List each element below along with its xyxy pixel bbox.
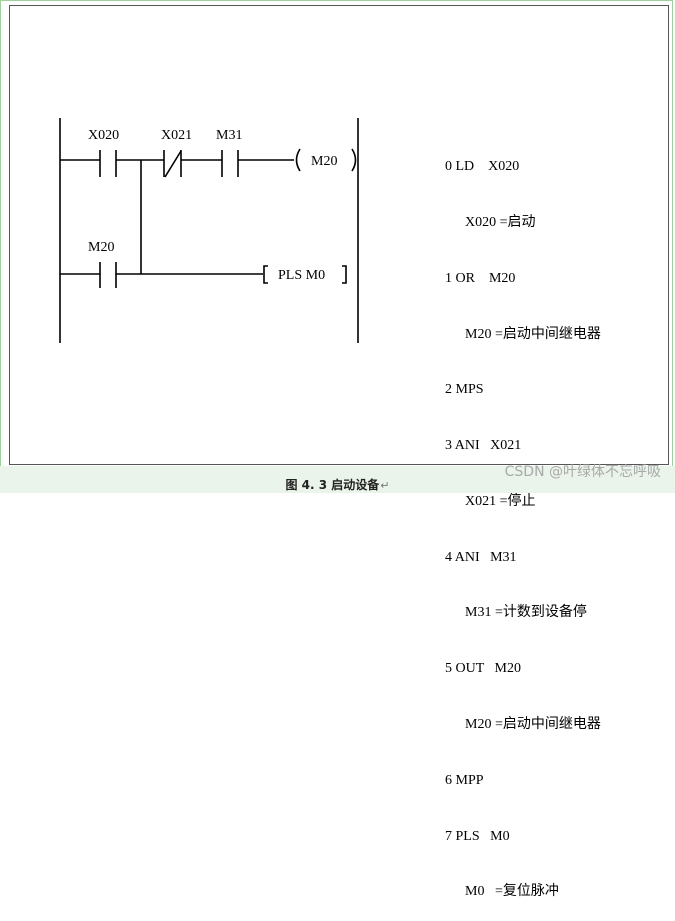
watermark: CSDN @叶绿体不忘呼吸 — [504, 464, 661, 480]
paragraph-return-icon: ↵ — [380, 479, 390, 492]
ladder-diagram: X020 X021 M31 M20 M20 PLS M0 — [59, 118, 359, 343]
contact-label-x021: X021 — [161, 128, 192, 143]
listing-line: 5 OUT M20 — [445, 661, 521, 677]
contact-label-x020: X020 — [88, 128, 119, 143]
bottom-strip — [0, 466, 675, 493]
contact-label-m20: M20 — [88, 240, 114, 255]
listing-comment: M31 =计数到设备停 — [465, 605, 587, 621]
coil-label-m20: M20 — [311, 154, 337, 169]
listing-line: 0 LD X020 — [445, 159, 520, 175]
listing-comment: X021 =停止 — [465, 493, 536, 509]
listing-line: 7 PLS M0 — [445, 828, 510, 844]
instruction-listing: 0 LD X020 X020 =启动 1 OR M20 M20 =启动中间继电器… — [445, 121, 601, 921]
listing-line: 4 ANI M31 — [445, 549, 517, 565]
listing-line: 1 OR M20 — [445, 270, 516, 286]
caption-text: 图 4. 3 启动设备 — [285, 478, 380, 492]
listing-comment: X020 =启动 — [465, 214, 536, 230]
pls-instruction-label: PLS M0 — [278, 268, 325, 283]
contact-label-m31: M31 — [216, 128, 242, 143]
listing-comment: M0 =复位脉冲 — [465, 884, 559, 900]
listing-comment: M20 =启动中间继电器 — [465, 326, 601, 342]
figure-caption: 图 4. 3 启动设备↵ — [0, 476, 675, 493]
listing-line: 2 MPS — [445, 382, 484, 398]
document-canvas — [9, 5, 669, 465]
listing-comment: M20 =启动中间继电器 — [465, 717, 601, 732]
listing-line: 6 MPP — [445, 772, 484, 788]
listing-line: 3 ANI X021 — [445, 438, 522, 454]
